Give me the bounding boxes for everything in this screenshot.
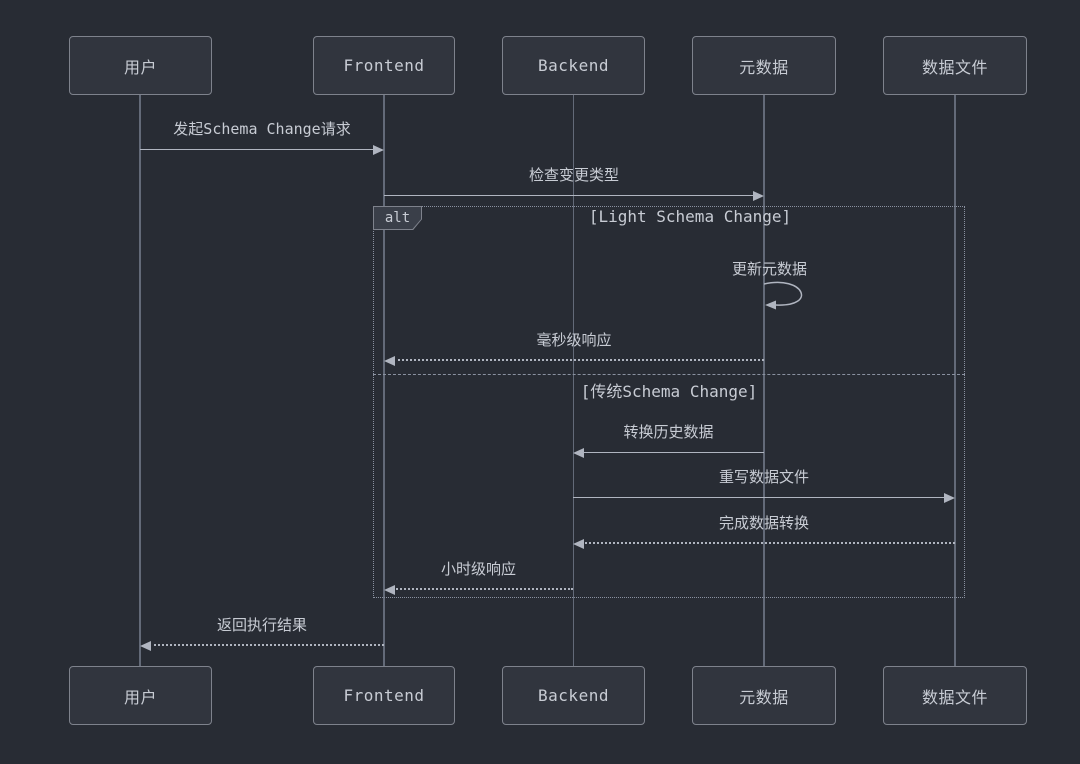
actor-bottom-datafile: 数据文件 — [883, 666, 1027, 725]
arrow-line — [393, 359, 764, 361]
message-convert-history-data: 转换历史数据 — [573, 414, 764, 458]
message-label: 检查变更类型 — [528, 166, 619, 184]
arrow-line — [140, 148, 375, 150]
message-millisecond-response: 毫秒级响应 — [384, 322, 764, 366]
message-label: 小时级响应 — [440, 560, 516, 578]
message-hour-level-response: 小时级响应 — [384, 551, 573, 595]
arrowhead — [384, 355, 395, 366]
actor-bottom-frontend: Frontend — [313, 666, 455, 725]
self-loop-arrow — [764, 281, 803, 310]
alt-fragment-frame — [373, 206, 965, 598]
actor-top-metadata: 元数据 — [692, 36, 836, 95]
actor-bottom-user: 用户 — [69, 666, 212, 725]
arrow-line — [582, 451, 764, 453]
arrow-line — [393, 588, 573, 590]
lifeline-datafile — [954, 95, 956, 666]
actor-top-frontend: Frontend — [313, 36, 455, 95]
message-update-metadata-label: 更新元数据 — [731, 260, 807, 278]
actor-top-backend: Backend — [502, 36, 645, 95]
actor-top-user: 用户 — [69, 36, 212, 95]
message-data-conversion-done: 完成数据转换 — [573, 505, 955, 549]
lifeline-backend — [572, 95, 574, 666]
lifeline-user — [139, 95, 141, 666]
lifeline-metadata — [763, 95, 765, 666]
arrow-line — [582, 542, 955, 544]
actor-bottom-backend: Backend — [502, 666, 645, 725]
arrowhead — [573, 538, 584, 549]
message-label: 毫秒级响应 — [536, 331, 612, 349]
message-check-change-type: 检查变更类型 — [384, 157, 764, 201]
message-label: 转换历史数据 — [623, 423, 714, 441]
arrowhead — [753, 190, 764, 201]
arrowhead — [573, 447, 584, 458]
message-request-schema-change: 发起Schema Change请求 — [140, 111, 384, 155]
actor-top-datafile: 数据文件 — [883, 36, 1027, 95]
arrowhead — [384, 584, 395, 595]
arrow-line — [384, 194, 755, 196]
alt-else-divider — [373, 374, 965, 375]
alt-operator-text: alt — [374, 207, 421, 229]
alt-section2-condition: [传统Schema Change] — [580, 382, 758, 401]
arrow-line — [573, 496, 946, 498]
arrow-line — [149, 644, 384, 646]
arrowhead — [140, 640, 151, 651]
message-label: 重写数据文件 — [718, 468, 809, 486]
alt-section1-condition: [Light Schema Change] — [588, 207, 792, 226]
message-label: 返回执行结果 — [216, 616, 307, 634]
message-rewrite-data-files: 重写数据文件 — [573, 459, 955, 503]
arrowhead — [373, 144, 384, 155]
lifeline-frontend — [383, 95, 385, 666]
arrowhead — [944, 492, 955, 503]
alt-operator-label: alt — [373, 206, 422, 230]
message-return-result: 返回执行结果 — [140, 607, 384, 651]
message-label: 发起Schema Change请求 — [173, 120, 351, 138]
actor-bottom-metadata: 元数据 — [692, 666, 836, 725]
message-label: 完成数据转换 — [718, 514, 809, 532]
